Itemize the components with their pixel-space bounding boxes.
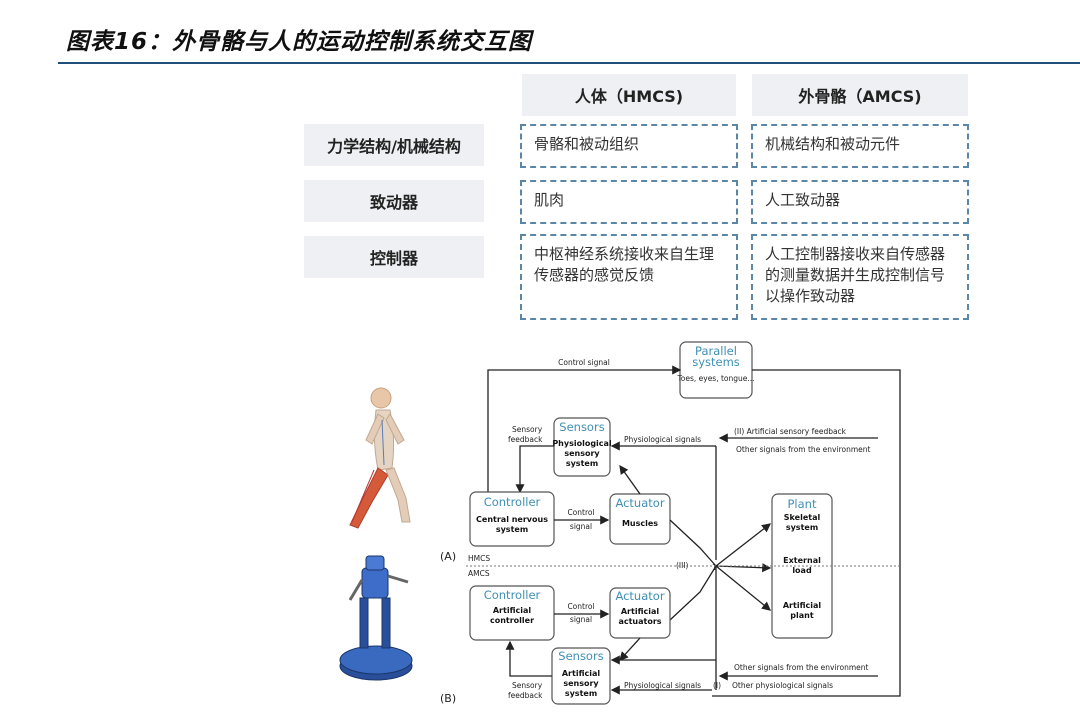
- amcs-label: AMCS: [468, 569, 490, 578]
- controller-top-box: [469, 491, 555, 547]
- other-physiological-label: Other physiological signals: [732, 681, 833, 690]
- controller-bottom-line2: controller: [490, 616, 534, 625]
- controller-bottom-line1: Artificial: [493, 606, 532, 615]
- controller-top-line2: system: [496, 525, 528, 534]
- actuator-bottom-line1: Artificial: [621, 607, 660, 616]
- other-env-bottom-label: Other signals from the environment: [734, 663, 869, 672]
- junction-one-label: 1: [712, 563, 717, 572]
- sensory-feedback-top-line1: Sensory: [512, 425, 543, 434]
- title-divider: [58, 62, 1080, 64]
- actuator-to-sensors-top-arrow: [619, 464, 641, 495]
- cell-structure-amcs: 机械结构和被动元件: [751, 124, 969, 168]
- right-frame-line: [712, 369, 901, 697]
- actuator-top-title: Actuator: [615, 496, 664, 510]
- plant-item2-line1: External: [783, 556, 821, 565]
- cell-actuator-amcs: 人工致动器: [751, 180, 969, 224]
- i-mark-label: (I): [713, 681, 721, 690]
- junction-to-artificial: [715, 565, 772, 611]
- page-title: 图表16：外骨骼与人的运动控制系统交互图: [66, 29, 533, 55]
- sensors-top-line3: system: [566, 459, 598, 468]
- sensors-top-line1: Physiological: [552, 439, 612, 448]
- sensory-feedback-top-line2: feedback: [508, 435, 543, 444]
- controller-bottom-box: [469, 585, 555, 641]
- actuator-bottom-title: Actuator: [615, 589, 664, 603]
- sensors-bottom-line1: Artificial: [562, 669, 601, 678]
- control-signal-bottom-line2: signal: [570, 615, 592, 624]
- actuator-to-sensors-bottom-arrow: [619, 637, 641, 661]
- controller-bottom-title: Controller: [484, 588, 541, 602]
- control-signal-bottom-line1: Control: [567, 602, 594, 611]
- cell-structure-hmcs: 骨骼和被动组织: [520, 124, 738, 168]
- sensors-bottom-line3: system: [565, 689, 597, 698]
- sensory-feedback-bottom-line2: feedback: [508, 691, 543, 700]
- control-signal-mid-line2: signal: [570, 522, 592, 531]
- junction-to-skeletal: [715, 523, 772, 567]
- cell-actuator-hmcs: 肌肉: [520, 180, 738, 224]
- junction-in-top: [669, 519, 717, 567]
- sensory-feedback-bottom-line1: Sensory: [512, 681, 543, 690]
- plant-item3-line1: Artificial: [783, 601, 822, 610]
- controller-top-title: Controller: [484, 495, 541, 509]
- junction-in-bottom: [669, 565, 717, 621]
- control-signal-top-label: Control signal: [558, 358, 610, 367]
- row-label-actuator: 致动器: [304, 180, 484, 222]
- label-a: (A): [440, 550, 456, 563]
- col-header-amcs: 外骨骼（AMCS): [752, 74, 968, 116]
- sensory-feedback-top-arrow: [515, 445, 554, 494]
- controller-top-line1: Central nervous: [476, 515, 548, 524]
- row-label-structure: 力学结构/机械结构: [304, 124, 484, 166]
- junction-to-load: [715, 563, 772, 573]
- label-b: (B): [440, 692, 456, 705]
- plant-title: Plant: [788, 497, 817, 511]
- cell-controller-amcs: 人工控制器接收来自传感器的测量数据并生成控制信号以操作致动器: [751, 234, 969, 320]
- artificial-feedback-label: (II) Artificial sensory feedback: [734, 427, 847, 436]
- plant-item1-line1: Skeletal: [784, 513, 821, 522]
- control-signal-mid-line1: Control: [567, 508, 594, 517]
- human-figure-illustration: [349, 387, 411, 529]
- col-header-hmcs: 人体（HMCS): [522, 74, 736, 116]
- actuator-top-line1: Muscles: [622, 519, 658, 528]
- sensors-top-title: Sensors: [559, 420, 604, 434]
- physiological-signals-top-label: Physiological signals: [624, 435, 701, 444]
- plant-item1-line2: system: [786, 523, 818, 532]
- hmcs-label: HMCS: [468, 554, 490, 563]
- sensory-feedback-bottom-arrow: [505, 640, 552, 677]
- plant-item2-line2: load: [792, 566, 812, 575]
- parallel-systems-subtitle: Toes, eyes, tongue...: [676, 374, 754, 383]
- actuator-bottom-line2: actuators: [618, 617, 661, 626]
- sensors-bottom-line2: sensory: [563, 679, 599, 688]
- row-label-controller: 控制器: [304, 236, 484, 278]
- sensors-bottom-title: Sensors: [558, 649, 603, 663]
- sensors-top-box: [553, 417, 611, 477]
- exoskeleton-robot-illustration: [339, 555, 413, 681]
- cell-controller-hmcs: 中枢神经系统接收来自生理传感器的感觉反馈: [520, 234, 738, 320]
- plant-item3-line2: plant: [790, 611, 814, 620]
- sensors-top-line2: sensory: [564, 449, 600, 458]
- physiological-signals-bottom-label: Physiological signals: [624, 681, 701, 690]
- control-signal-line-top: [487, 365, 682, 492]
- other-env-top-label: Other signals from the environment: [736, 445, 871, 454]
